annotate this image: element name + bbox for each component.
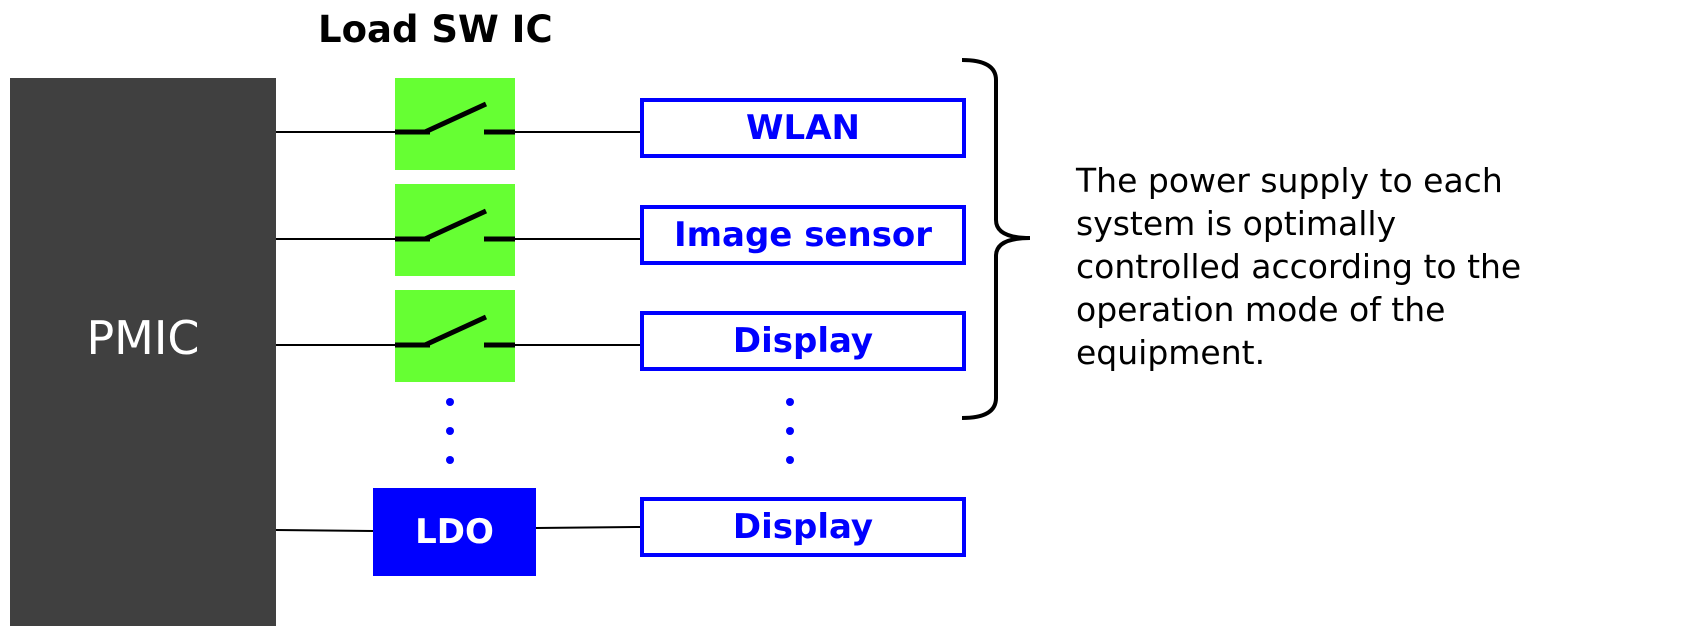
description-line: The power supply to each	[1076, 161, 1503, 200]
ldo-wires	[275, 526, 641, 532]
load-box-display-ldo: Display	[640, 497, 966, 557]
load-switch-1	[276, 78, 640, 170]
load-box-wlan: WLAN	[640, 98, 966, 158]
ldo-block: LDO	[373, 488, 536, 576]
load-switch-2-body	[395, 184, 515, 276]
description-line: equipment.	[1076, 332, 1266, 372]
load-switch-1-body	[395, 78, 515, 170]
ellipsis-dots-switches	[446, 398, 454, 464]
pmic-block: PMIC	[10, 78, 276, 626]
load-box-image-sensor: Image sensor	[640, 205, 966, 265]
load-switch-3-body	[395, 290, 515, 382]
description-line: system is optimally	[1076, 203, 1397, 243]
load-switch-2	[276, 184, 640, 276]
pmic-label: PMIC	[86, 311, 200, 365]
load-switch-3	[276, 290, 640, 382]
load-box-display: Display	[640, 311, 966, 371]
description-line: operation mode of the	[1076, 289, 1446, 329]
description-line: controlled according to the	[1076, 246, 1522, 286]
right-brace-icon	[961, 58, 1031, 420]
description-text: The power supply to each system is optim…	[1076, 160, 1656, 374]
diagram-title: Load SW IC	[318, 8, 553, 51]
ellipsis-dots-loads	[786, 398, 794, 464]
